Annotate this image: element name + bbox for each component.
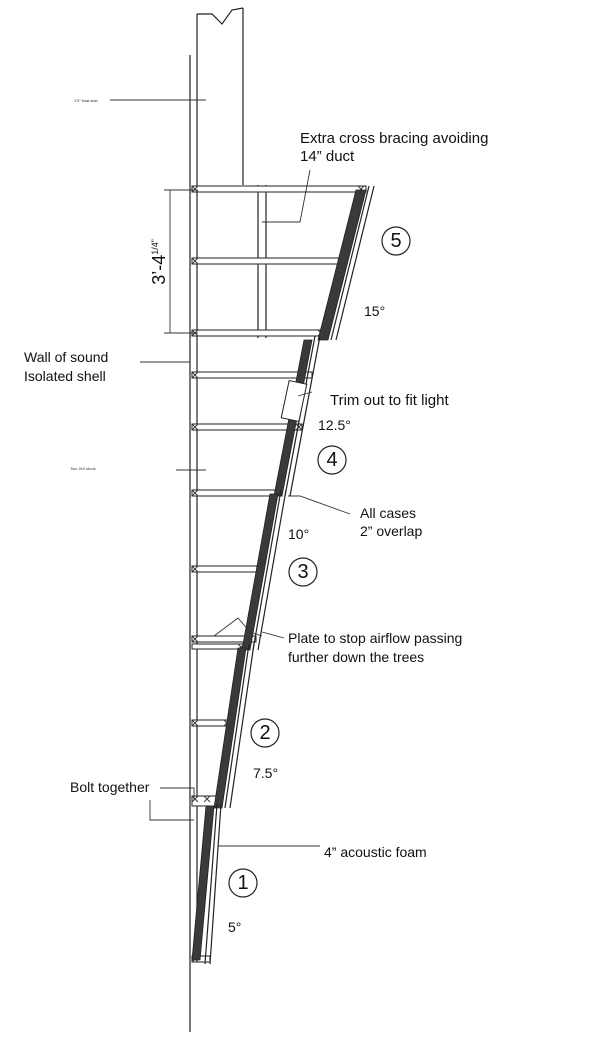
section-circle (288, 557, 318, 587)
section-circle (250, 718, 280, 748)
section-number: 5 (390, 230, 401, 252)
section-angle: 10° (288, 526, 309, 542)
brace (191, 423, 303, 431)
plate-label-line1: Plate to stop airflow passing (288, 630, 462, 646)
tiny-label-top: 1'0" float slab (74, 98, 99, 103)
bracing-label-line2: 14” duct (300, 148, 355, 165)
section-number: 4 (326, 449, 337, 471)
dimension-marker: 3’-41/4” (149, 189, 198, 334)
dimension-text: 3’-41/4” (149, 239, 169, 285)
brace (191, 489, 283, 497)
section-circle (228, 868, 258, 898)
section-number: 1 (237, 872, 248, 894)
section-circle (317, 445, 347, 475)
light-trim-box (280, 379, 308, 423)
brace (191, 565, 265, 573)
brace (191, 185, 367, 193)
plate-label-line2: further down the trees (288, 649, 424, 665)
section-angle: 5° (228, 919, 241, 935)
foam-panel-3 (241, 493, 279, 651)
tiny-label-mid: Two 2x4 studs (70, 466, 96, 471)
section-angle: 12.5° (318, 417, 351, 433)
wall-label-line2: Isolated shell (24, 368, 106, 384)
section-markers: 5 15° 4 12.5° 3 10° 2 7.5° 1 5° (228, 226, 411, 935)
brace (191, 719, 233, 727)
trim-label: Trim out to fit light (330, 392, 449, 409)
section-angle: 7.5° (253, 765, 278, 781)
airflow-plate (213, 617, 263, 637)
foam-panel-5 (317, 189, 367, 341)
annotations: 1'0" float slab Two 2x4 studs Extra cros… (24, 98, 488, 860)
foam-panel-2 (213, 647, 247, 809)
wall-column (189, 7, 244, 1032)
overlap-label-line2: 2” overlap (360, 523, 422, 539)
section-circle (381, 226, 411, 256)
foam-label: 4” acoustic foam (324, 844, 427, 860)
brace (191, 635, 257, 643)
brace (191, 329, 326, 337)
overlap-label-line1: All cases (360, 505, 416, 521)
section-number: 2 (259, 722, 270, 744)
section-angle: 15° (364, 303, 385, 319)
brace (191, 257, 345, 265)
bolt-label: Bolt together (70, 779, 150, 795)
bracing-label-line1: Extra cross bracing avoiding (300, 130, 488, 147)
cross-braces (191, 185, 367, 963)
section-number: 3 (297, 561, 308, 583)
foam-panel-1 (191, 805, 215, 961)
leader-lines (110, 99, 351, 847)
brace (191, 371, 313, 379)
wall-label-line1: Wall of sound (24, 349, 108, 365)
